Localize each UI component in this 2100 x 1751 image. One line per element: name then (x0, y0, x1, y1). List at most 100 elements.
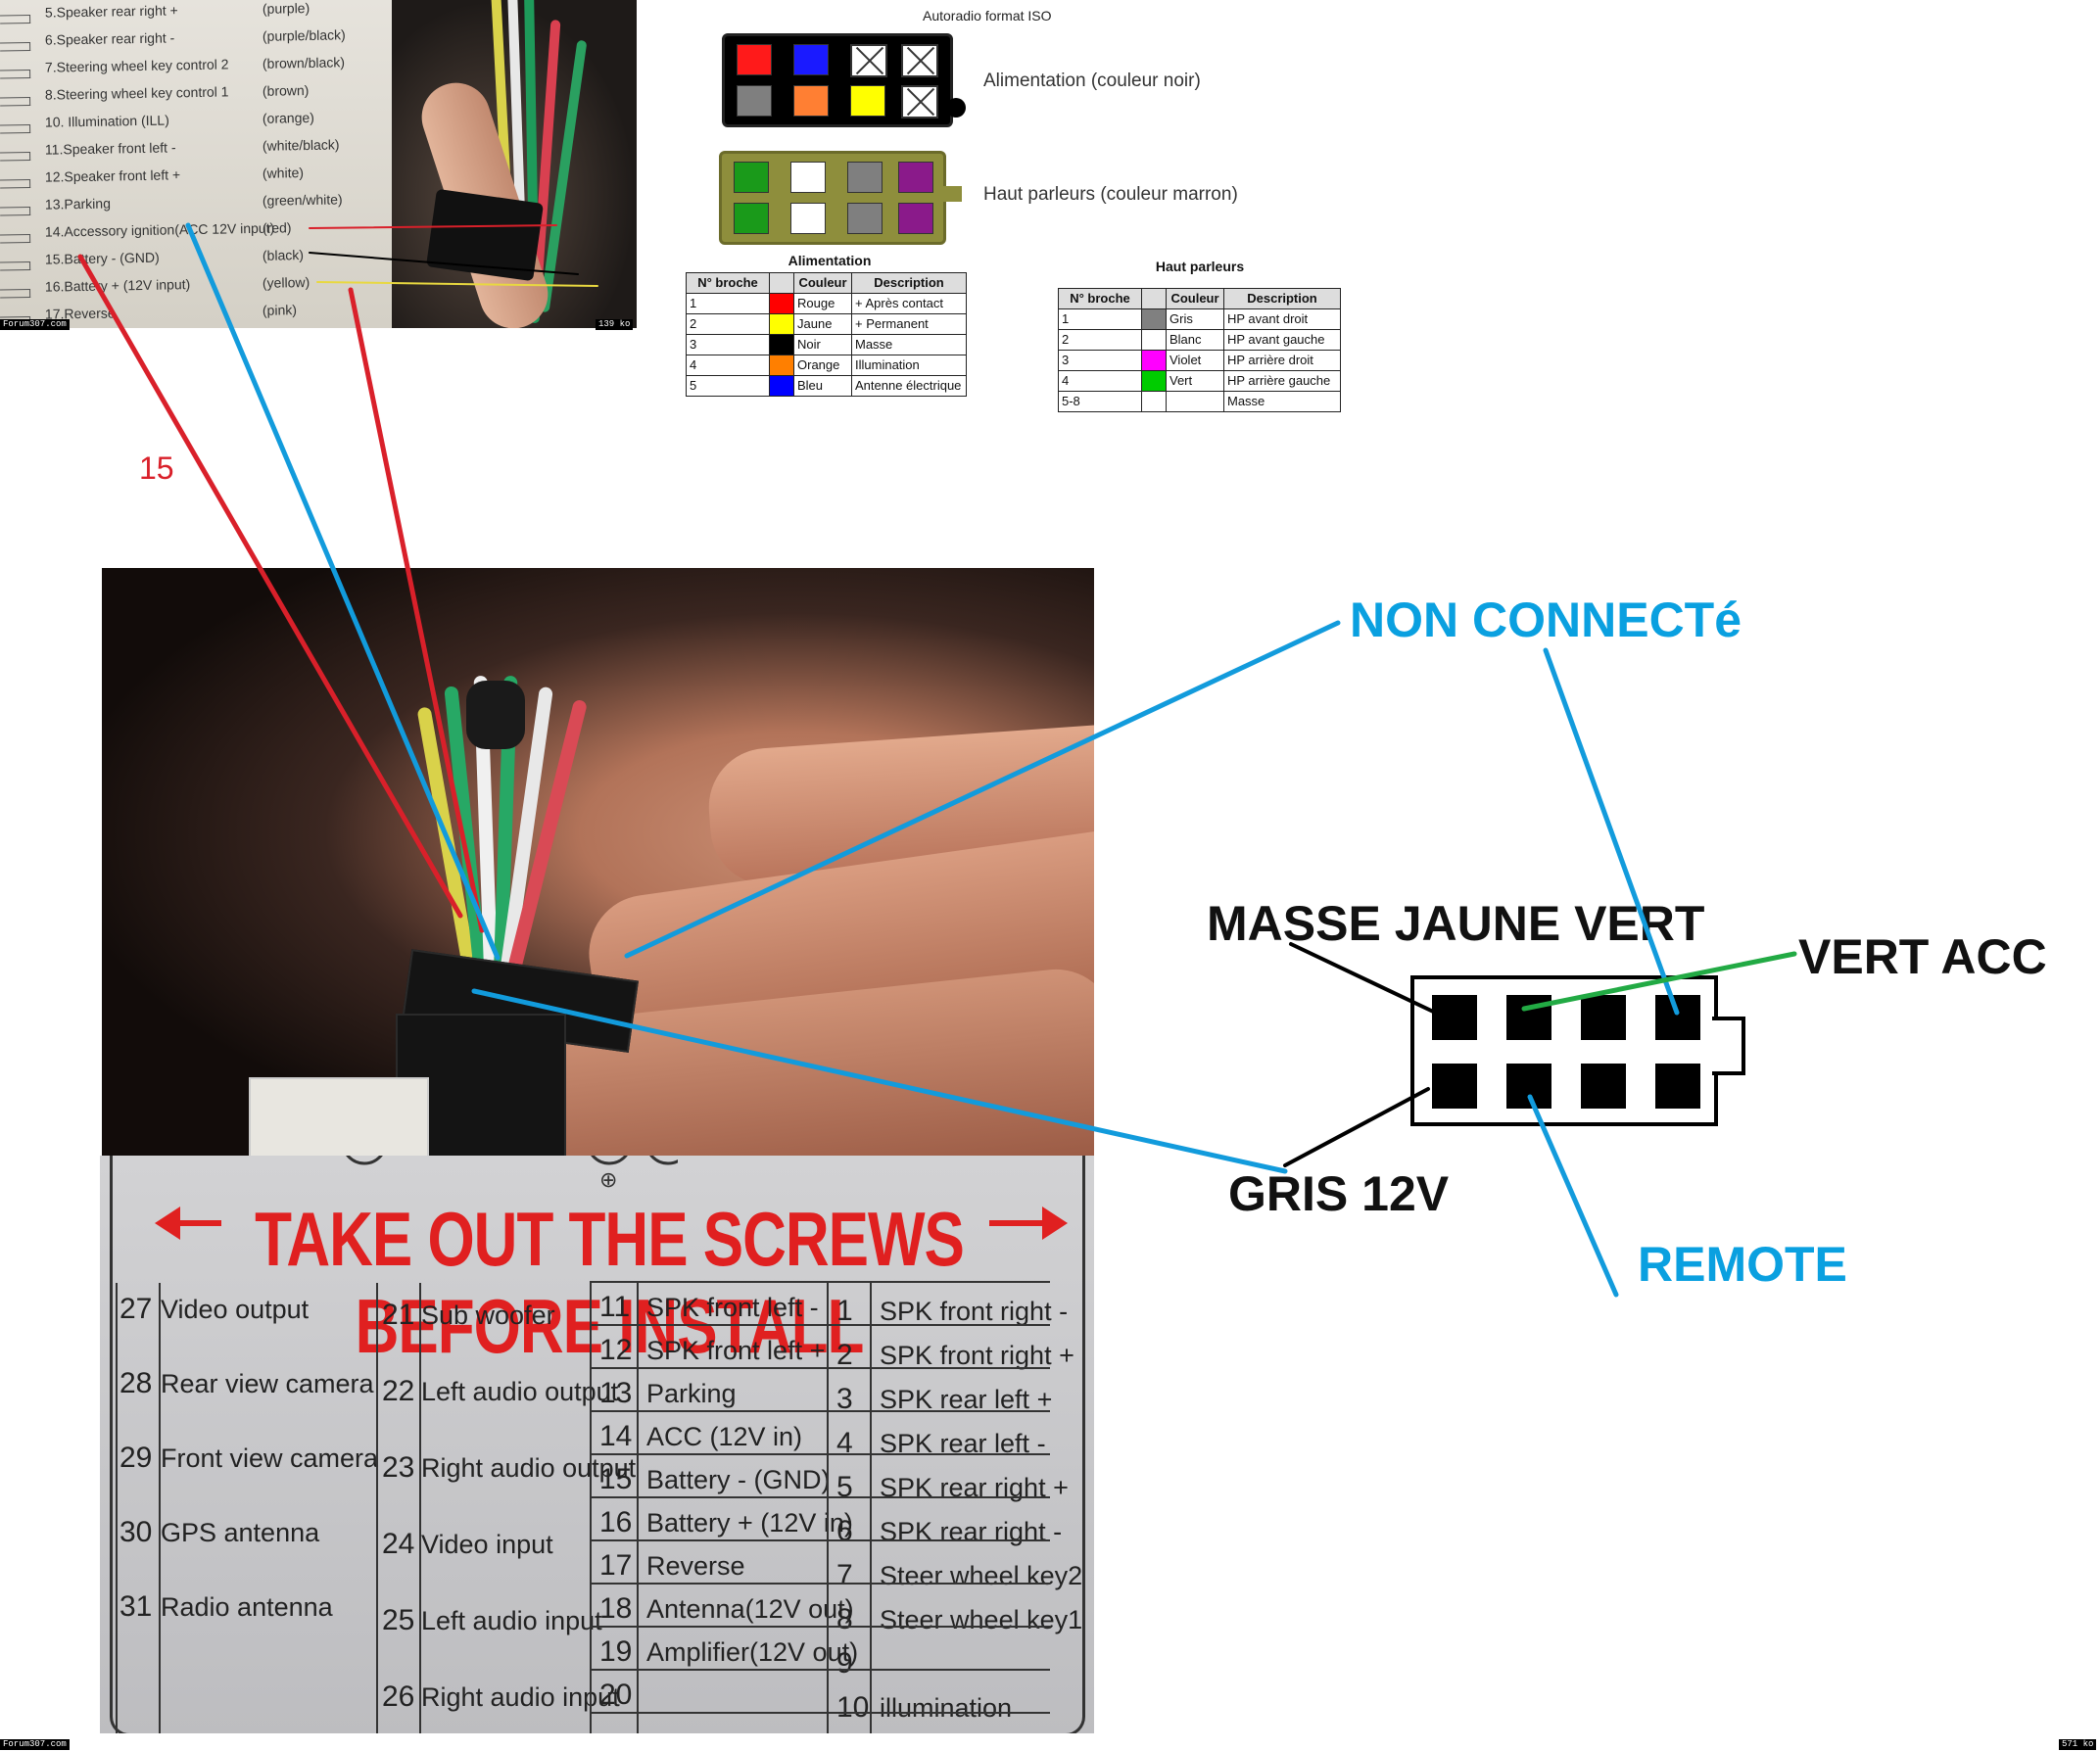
ground-symbol-icon: ⊕ (599, 1167, 618, 1192)
pin-number: 2 (686, 313, 770, 335)
pin-number: 1 (686, 293, 770, 314)
arrow-right-icon (989, 1220, 1044, 1226)
pin-number: 17 (599, 1549, 633, 1582)
color-swatch (1141, 308, 1167, 330)
col-header: Description (851, 272, 967, 294)
grid-line (419, 1283, 421, 1733)
pin-tick-icon (0, 206, 31, 216)
label-row: 8.Steering wheel key control 1(brown) (0, 81, 392, 110)
pin-function: Right audio input (421, 1682, 620, 1712)
col-header: Couleur (1166, 288, 1224, 309)
sticker-frame (110, 1156, 1085, 1733)
pin-function: Radio antenna (161, 1592, 333, 1622)
pin-function: 11.Speaker front left - (44, 139, 176, 158)
arrow-right-head (1042, 1207, 1068, 1240)
connector-latch (946, 98, 966, 118)
col-header: Couleur (793, 272, 852, 294)
pin-number: 31 (119, 1590, 153, 1623)
pin-function: SPK front right - (880, 1297, 1069, 1326)
pin-grey (737, 85, 772, 117)
connector-pin (1506, 1064, 1551, 1109)
pin-description: Masse (1223, 391, 1341, 412)
pin-number: 28 (119, 1367, 153, 1399)
pin-number: 22 (382, 1375, 415, 1407)
pin-number: 15 (599, 1463, 633, 1495)
pin-tick-icon (0, 14, 31, 24)
pin-description: HP arrière gauche (1223, 370, 1341, 392)
color-swatch (769, 313, 794, 335)
pin-description: + Permanent (851, 313, 967, 335)
color-swatch (769, 355, 794, 376)
pin-function: SPK front right + (880, 1341, 1074, 1370)
wire-color: (green/white) (262, 191, 343, 209)
black-line-gris (1283, 1087, 1430, 1167)
table-row: 2 Jaune+ Permanent (686, 313, 967, 335)
pin-white (790, 162, 826, 193)
pin-number: 3 (686, 334, 770, 355)
wire-color: (white/black) (262, 136, 340, 154)
pin-tick-icon (0, 288, 31, 299)
label-masse: MASSE JAUNE VERT (1207, 896, 1705, 951)
grid-line (116, 1283, 118, 1733)
pin-purple (898, 162, 933, 193)
pin-number: 5 (686, 375, 770, 397)
pin-number: 30 (119, 1516, 153, 1548)
label-non-connecte: NON CONNECTé (1350, 592, 1742, 647)
pin-number: 19 (599, 1635, 633, 1668)
connector-tab (1712, 1017, 1745, 1075)
color-name (1166, 391, 1224, 412)
pin-function: SPK rear left + (880, 1385, 1053, 1414)
color-name: Bleu (793, 375, 852, 397)
connector-pin (1506, 995, 1551, 1040)
pin-number: 4 (686, 355, 770, 376)
label-row: 5.Speaker rear right +(purple) (0, 0, 392, 26)
color-name: Gris (1166, 308, 1224, 330)
grid-line (590, 1281, 1050, 1283)
label-remote: REMOTE (1638, 1237, 1847, 1292)
wire-color: (purple/black) (262, 26, 346, 44)
color-swatch (769, 334, 794, 355)
pin-number: 7 (836, 1559, 853, 1591)
pin-green (734, 162, 769, 193)
grid-line (159, 1283, 161, 1733)
col-header (1141, 288, 1167, 309)
pin-number: 29 (119, 1442, 153, 1474)
pin-function: Video input (421, 1530, 553, 1559)
wire-color: (pink) (262, 302, 298, 318)
speaker-connector-caption: Haut parleurs (couleur marron) (983, 184, 1238, 205)
grid-line (827, 1281, 829, 1733)
rear-connector-diagram (1410, 975, 1718, 1126)
color-name: Jaune (793, 313, 852, 335)
col-header: Description (1223, 288, 1341, 309)
connector-pin (1432, 1064, 1477, 1109)
connector-pin (1581, 995, 1626, 1040)
pin-function: 15.Battery - (GND) (44, 249, 160, 267)
pin-description: HP avant droit (1223, 308, 1341, 330)
grid-line (590, 1626, 1050, 1628)
color-swatch (769, 375, 794, 397)
pin-function: Battery - (GND) (646, 1465, 831, 1494)
pin-function: Video output (161, 1295, 310, 1324)
pin-number: 16 (599, 1506, 633, 1538)
pin-tick-icon (0, 260, 31, 271)
pin-function: Steer wheel key2 (880, 1561, 1083, 1590)
pin-number: 11 (599, 1291, 631, 1323)
grid-line (637, 1281, 639, 1733)
arrow-left-head (155, 1207, 180, 1240)
pin-number: 1 (1058, 308, 1142, 330)
pin-function: Right audio output (421, 1453, 637, 1483)
pin-number: 23 (382, 1451, 415, 1484)
pin-tick-icon (0, 41, 31, 52)
color-swatch (1141, 350, 1167, 371)
label-row: 15.Battery - (GND)(black) (0, 246, 392, 274)
pin-red (737, 44, 772, 75)
pin-tick-icon (0, 151, 31, 162)
grid-line (590, 1410, 1050, 1412)
pin-function: SPK rear right + (880, 1473, 1069, 1502)
pin-number: 26 (382, 1680, 415, 1713)
